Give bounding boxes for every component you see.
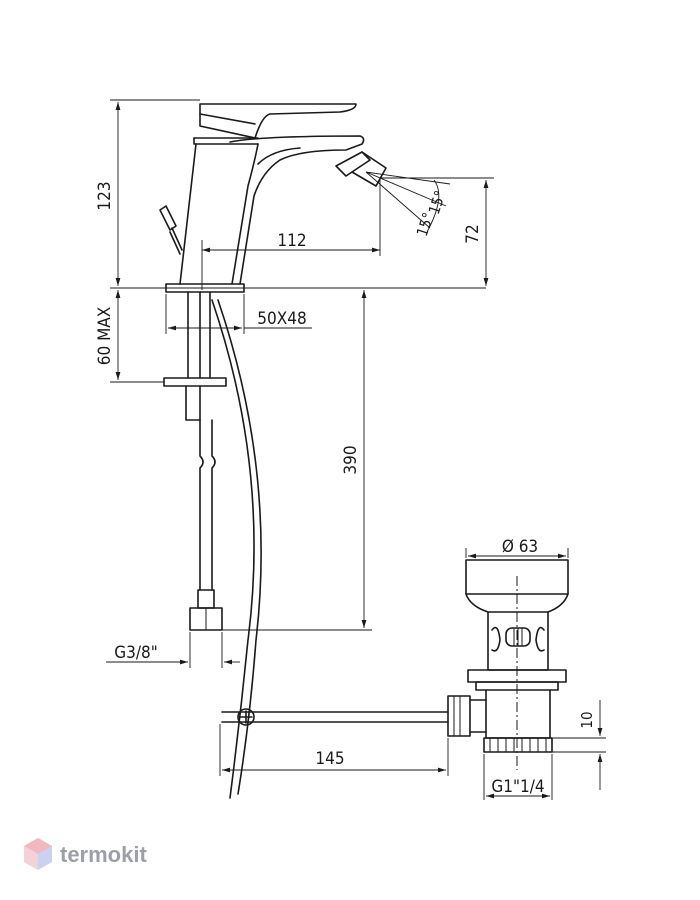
dimension-lines: [106, 99, 606, 800]
dim-thread-height: 10: [578, 711, 596, 728]
brand-logo: termokit: [24, 838, 147, 870]
brand-name: termokit: [60, 842, 147, 867]
termokit-logo-icon: [24, 838, 52, 870]
dim-angle-2: 15°: [425, 188, 450, 216]
dim-lever-length: 145: [315, 749, 344, 769]
dim-spout-reach: 112: [277, 231, 306, 251]
dim-total-height: 123: [95, 181, 115, 210]
mixer-body: [159, 103, 387, 799]
dim-waste-thread: G1"1/4: [491, 777, 544, 797]
dim-hose-thread: G3/8": [114, 643, 158, 663]
dim-base: 50X48: [257, 309, 306, 329]
dim-spout-height: 72: [463, 224, 483, 243]
dim-waste-diameter: Ø 63: [502, 537, 538, 557]
waste-assembly: [221, 559, 569, 770]
dim-thickness: 60 MAX: [95, 307, 115, 365]
dim-hose-length: 390: [341, 445, 361, 474]
